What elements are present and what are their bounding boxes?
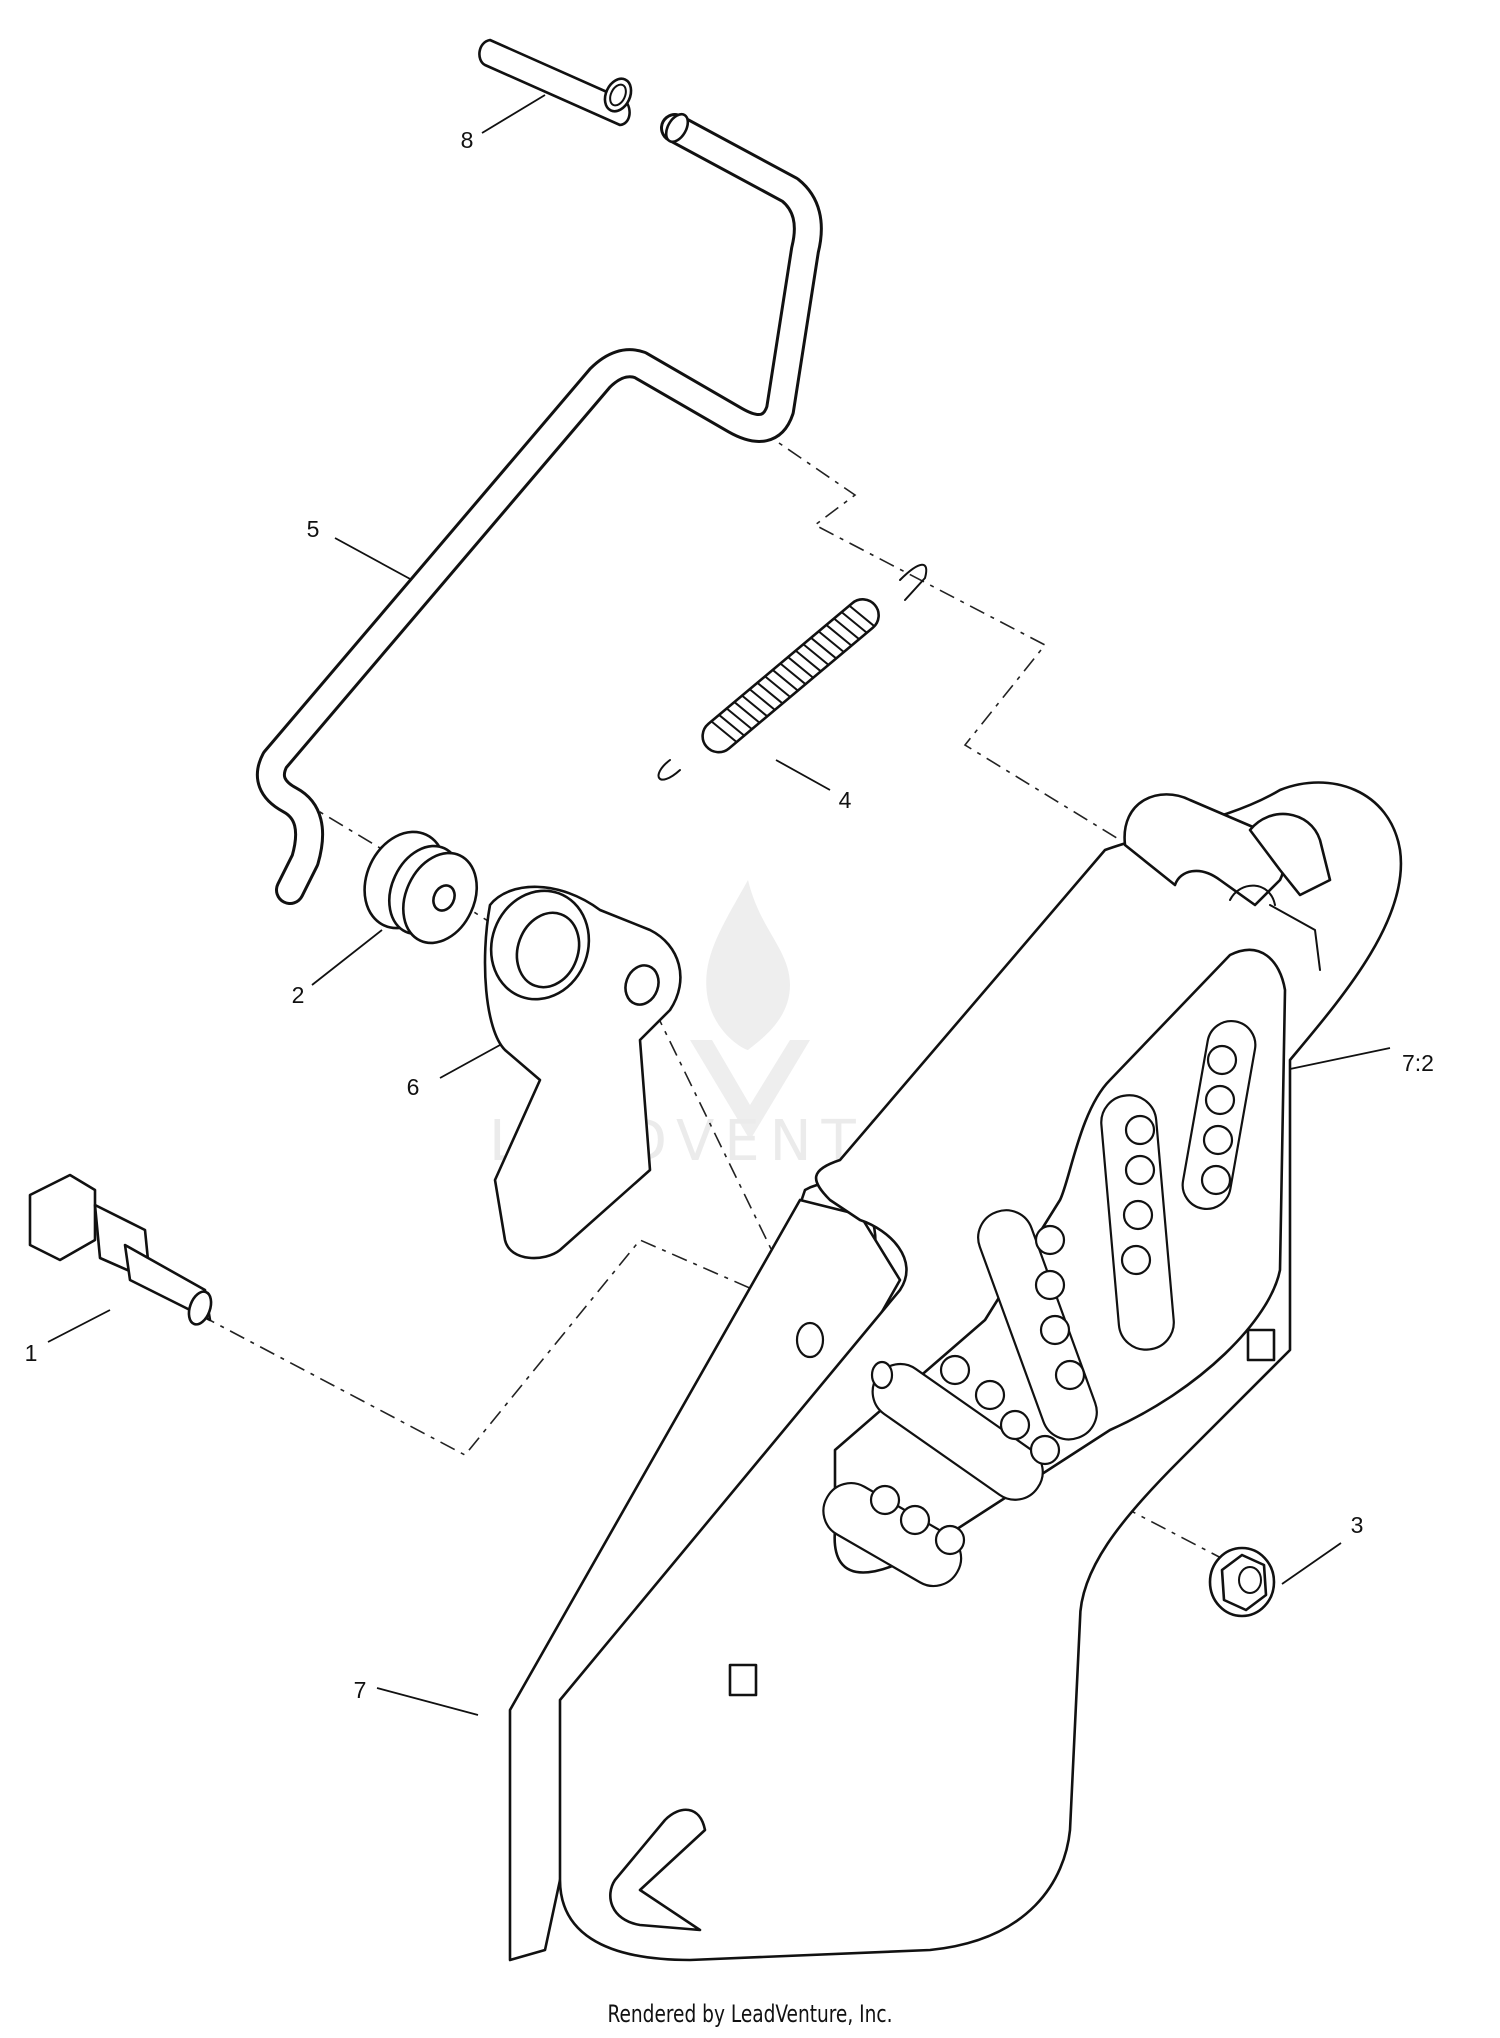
callout-8: 8 — [461, 127, 474, 153]
callout-2: 2 — [292, 982, 305, 1008]
slot-holes — [869, 1044, 1238, 1556]
part-6-pivot-arm — [483, 885, 682, 1260]
part-2-bushing — [363, 830, 478, 945]
callout-3: 3 — [1351, 1512, 1364, 1538]
callout-7-2: 7:2 — [1402, 1050, 1434, 1076]
part-3-flange-nut — [1208, 1546, 1276, 1618]
callout-5: 5 — [307, 516, 320, 542]
part-5-rod — [256, 112, 823, 905]
callout-6: 6 — [407, 1074, 420, 1100]
callout-1: 1 — [25, 1340, 38, 1366]
part-1-shoulder-bolt — [28, 1173, 213, 1326]
callout-7: 7 — [354, 1677, 367, 1703]
callout-labels: 8 5 4 2 6 1 3 7:2 7 — [25, 127, 1434, 1703]
part-8-sleeve — [478, 38, 633, 127]
part-4-spring — [657, 563, 928, 781]
render-credit: Rendered by LeadVenture, Inc. — [607, 2000, 893, 2028]
part-7-bracket — [508, 781, 1403, 1962]
callout-leaders — [47, 94, 1391, 1716]
callout-4: 4 — [839, 787, 852, 813]
